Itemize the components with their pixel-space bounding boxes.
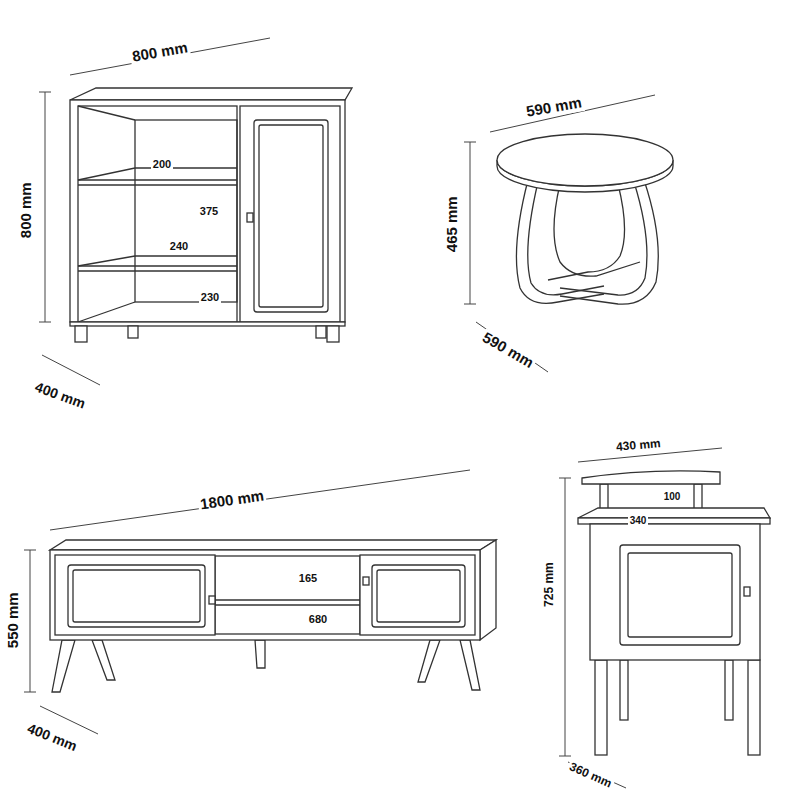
dimension-label: 550 mm bbox=[5, 590, 22, 650]
dimension-label: 465 mm bbox=[444, 194, 461, 254]
table-drawing bbox=[464, 95, 673, 372]
shelf-width-label: 680 bbox=[307, 613, 329, 625]
shelf-width-label: 340 bbox=[628, 515, 649, 526]
dimension-label: 800 mm bbox=[18, 180, 35, 240]
dimension-label: 360 mm bbox=[565, 760, 615, 792]
shelf-height-label: 165 bbox=[297, 572, 319, 584]
dimension-label: 800 mm bbox=[129, 39, 191, 66]
dimension-label: 725 mm bbox=[542, 561, 555, 610]
dimension-label: 590 mm bbox=[523, 94, 585, 121]
dimension-label: 1800 mm bbox=[197, 487, 267, 513]
cabinet-drawing bbox=[39, 38, 352, 385]
shelf-height-label: 240 bbox=[168, 240, 190, 252]
shelf-height-label: 230 bbox=[199, 291, 221, 303]
shelf-height-label: 200 bbox=[151, 158, 173, 170]
dimension-label: 590 mm bbox=[478, 328, 538, 372]
dimension-label: 400 mm bbox=[31, 379, 89, 413]
shelf-height-label: 100 bbox=[662, 491, 683, 502]
dimension-label: 400 mm bbox=[23, 720, 81, 755]
shelf-height-label: 375 bbox=[198, 205, 220, 217]
dimension-label: 430 mm bbox=[613, 437, 663, 454]
nightstand-drawing bbox=[559, 448, 770, 788]
tv-stand-drawing bbox=[24, 470, 496, 734]
